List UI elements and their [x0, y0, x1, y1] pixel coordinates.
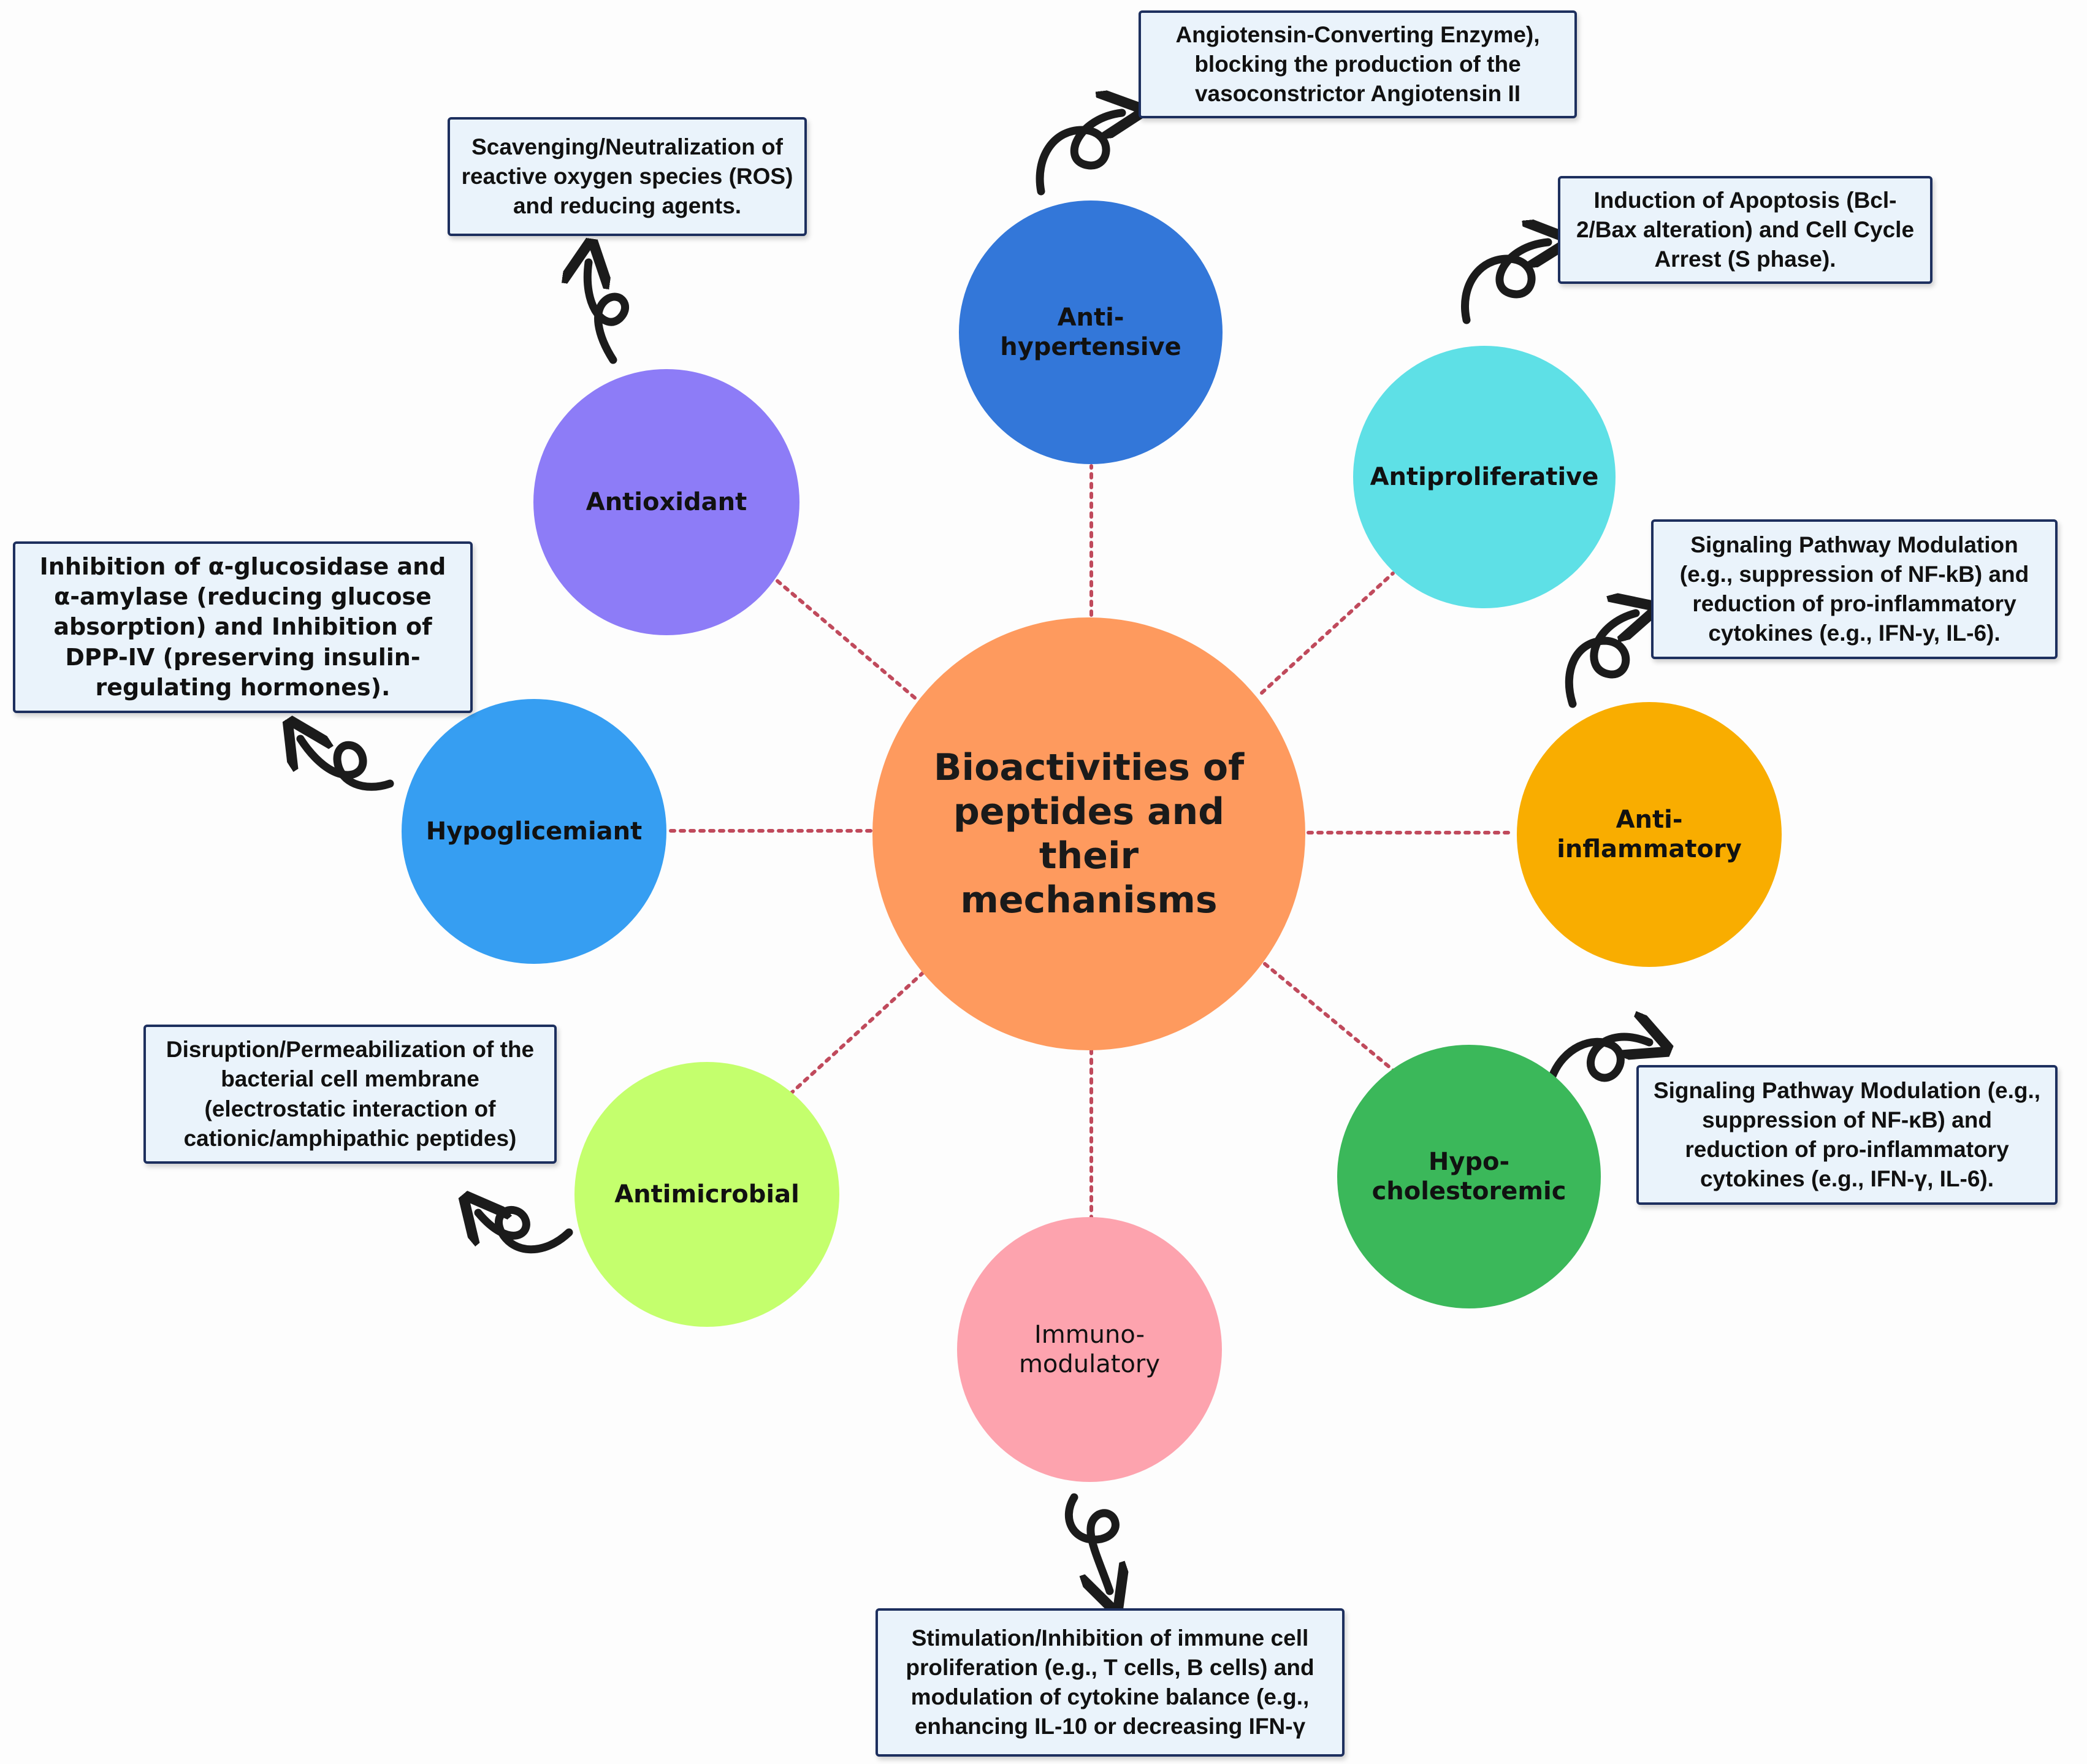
mechanism-text-antihypertensive: Angiotensin-Converting Enzyme), blocking…	[1175, 21, 1540, 107]
curly-arrow-icon-hypocholestoremic	[1548, 1037, 1649, 1082]
circle-anti-inflammatory[interactable]: Anti- inflammatory	[1517, 702, 1782, 967]
dotted-link-antimicrobial	[788, 971, 925, 1096]
curly-arrow-icon-antimicrobial	[478, 1210, 573, 1254]
label-antimicrobial: Antimicrobial	[614, 1180, 799, 1208]
mechanism-text-antioxidant: Scavenging/Neutralization of reactive ox…	[461, 134, 793, 219]
mechanism-text-hypoglicemiant: Inhibition of α-glucosidase and α-amylas…	[39, 552, 446, 701]
mechanism-box-hypocholestoremic: Signaling Pathway Modulation (e.g., supp…	[1636, 1065, 2058, 1205]
label-anti-inflammatory: Anti- inflammatory	[1557, 806, 1742, 863]
circle-antimicrobial[interactable]: Antimicrobial	[574, 1062, 839, 1327]
mechanism-box-anti-inflammatory: Signaling Pathway Modulation (e.g., supp…	[1651, 519, 2058, 659]
curly-arrow-icon-antiproliferative	[1460, 242, 1548, 324]
circle-hypocholestoremic[interactable]: Hypo- cholestoremic	[1337, 1045, 1601, 1308]
circle-antiproliferative[interactable]: Antiproliferative	[1353, 346, 1616, 608]
circle-antioxidant[interactable]: Antioxidant	[533, 369, 799, 635]
mechanism-box-antihypertensive: Angiotensin-Converting Enzyme), blocking…	[1139, 10, 1577, 118]
circle-immunomodulatory[interactable]: Immuno- modulatory	[957, 1217, 1222, 1482]
mechanism-text-antiproliferative: Induction of Apoptosis (Bcl-2/Bax altera…	[1576, 187, 1915, 272]
mechanism-box-antioxidant: Scavenging/Neutralization of reactive ox…	[448, 117, 807, 236]
label-hypocholestoremic: Hypo- cholestoremic	[1372, 1148, 1566, 1205]
mechanism-text-hypocholestoremic: Signaling Pathway Modulation (e.g., supp…	[1653, 1077, 2041, 1192]
label-antiproliferative: Antiproliferative	[1370, 463, 1599, 491]
mechanism-text-anti-inflammatory: Signaling Pathway Modulation (e.g., supp…	[1679, 532, 2029, 646]
curly-arrow-icon-antihypertensive	[1036, 113, 1122, 196]
dotted-link-antioxidant	[774, 578, 917, 700]
mechanism-box-immunomodulatory: Stimulation/Inhibition of immune cell pr…	[876, 1608, 1345, 1757]
mechanism-box-antimicrobial: Disruption/Permeabilization of the bacte…	[143, 1025, 557, 1164]
curly-arrow-icon-anti-inflammatory	[1565, 613, 1636, 708]
center-title: Bioactivities of peptides and their mech…	[933, 746, 1245, 922]
curly-arrow-icon-immunomodulatory	[1064, 1493, 1115, 1591]
mechanism-text-immunomodulatory: Stimulation/Inhibition of immune cell pr…	[906, 1625, 1314, 1739]
curly-arrow-icon-hypoglicemiant	[300, 739, 394, 791]
dotted-link-antiproliferative	[1260, 571, 1395, 695]
dotted-link-hypocholestoremic	[1263, 962, 1406, 1081]
dotted-links	[666, 464, 1516, 1219]
mechanism-text-antimicrobial: Disruption/Permeabilization of the bacte…	[166, 1037, 535, 1151]
mechanism-box-antiproliferative: Induction of Apoptosis (Bcl-2/Bax altera…	[1558, 176, 1932, 284]
circle-hypoglicemiant[interactable]: Hypoglicemiant	[402, 699, 666, 964]
mechanism-box-hypoglicemiant: Inhibition of α-glucosidase and α-amylas…	[13, 541, 473, 713]
label-immunomodulatory: Immuno- modulatory	[1018, 1321, 1161, 1378]
label-hypoglicemiant: Hypoglicemiant	[425, 817, 643, 846]
curly-arrow-icon-antioxidant	[587, 262, 629, 364]
center-circle: Bioactivities of peptides and their mech…	[872, 617, 1305, 1050]
curly-arrows	[300, 113, 1649, 1591]
circle-antihypertensive[interactable]: Anti- hypertensive	[959, 200, 1223, 464]
label-antihypertensive: Anti- hypertensive	[1000, 304, 1181, 361]
label-antioxidant: Antioxidant	[586, 488, 747, 516]
